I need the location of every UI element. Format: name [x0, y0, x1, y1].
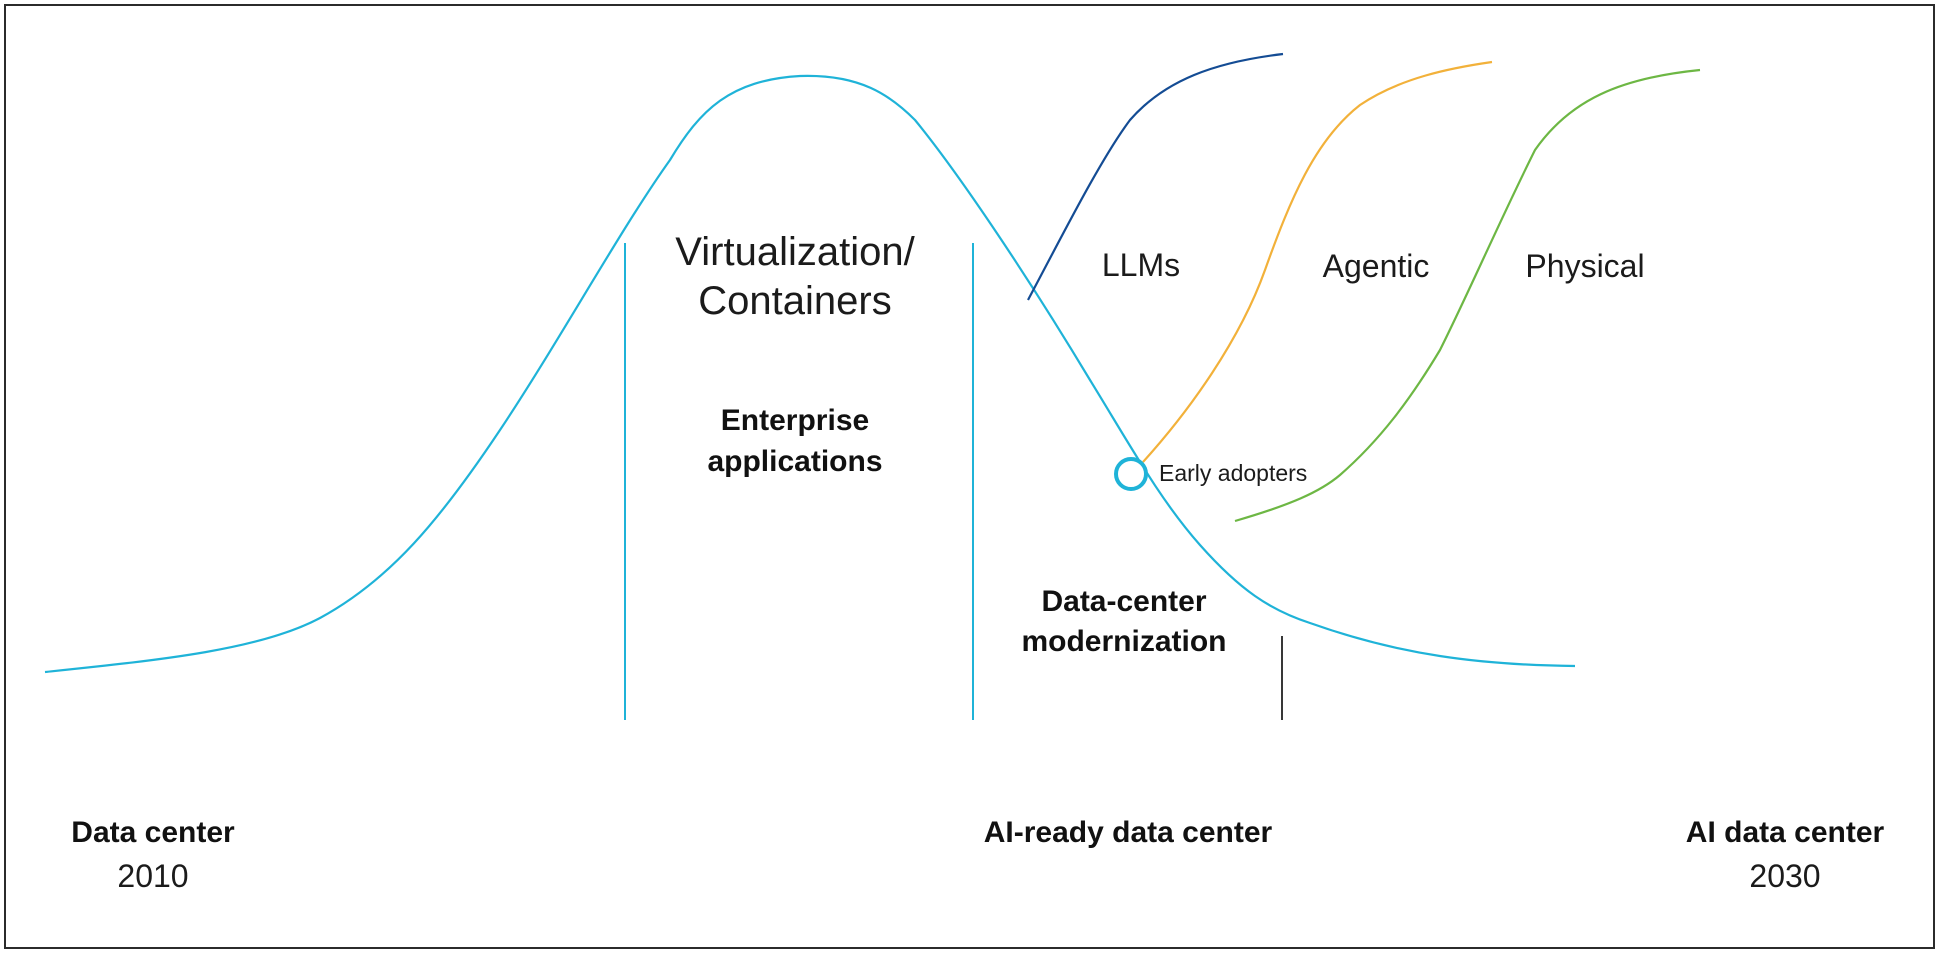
modernization-label-line1: Data-center: [1041, 585, 1206, 618]
early-adopters-marker: [1114, 457, 1148, 491]
physical-label: Physical: [1525, 248, 1644, 284]
timeline-middle-title: AI-ready data center: [984, 816, 1273, 849]
modernization-label-line2: modernization: [1021, 625, 1226, 658]
timeline-start-year: 2010: [117, 858, 188, 894]
physical-curve: [1234, 68, 1701, 523]
early-adopters-label: Early adopters: [1159, 460, 1307, 486]
timeline-start-title: Data center: [71, 816, 235, 849]
diagram-frame: [4, 4, 1935, 949]
timeline-end-title: AI data center: [1686, 816, 1885, 849]
enterprise-label-line2: applications: [707, 445, 882, 478]
enterprise-label-line1: Enterprise: [721, 404, 869, 437]
agentic-curve: [1142, 60, 1493, 463]
virtualization-label-line2: Containers: [698, 279, 891, 323]
virtualization-label-line1: Virtualization/: [675, 230, 915, 274]
timeline-end-year: 2030: [1749, 858, 1820, 894]
llms-curve: [1027, 52, 1284, 301]
main-adoption-curve: [44, 74, 1576, 674]
agentic-label: Agentic: [1323, 248, 1430, 284]
llms-label: LLMs: [1102, 247, 1180, 283]
